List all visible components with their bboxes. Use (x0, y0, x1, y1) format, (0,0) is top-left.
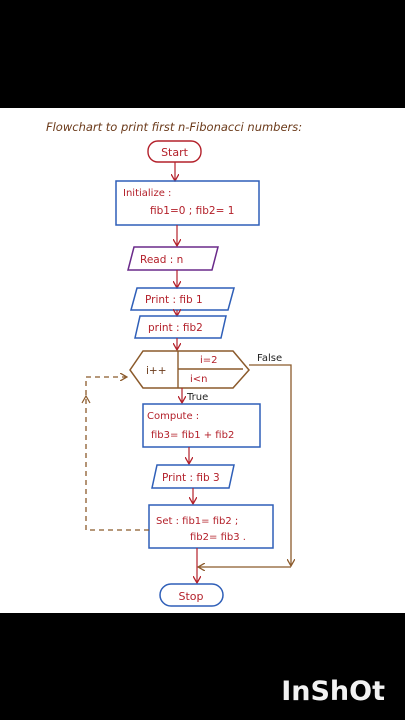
initialize-label: Initialize : (123, 188, 171, 199)
stop-node: Stop (159, 583, 224, 607)
arrow-false-branch (249, 364, 291, 565)
start-label: Start (161, 146, 189, 159)
initialize-node: Initialize : fib1=0 ; fib2= 1 (115, 180, 260, 226)
compute-label: Compute : (147, 411, 199, 422)
read-node: Read : n (127, 246, 219, 271)
watermark-logo: InShOt (281, 676, 385, 707)
read-label: Read : n (140, 254, 183, 266)
loop-condition: i<n (190, 374, 208, 385)
true-label: True (186, 392, 208, 403)
diagram-title: Flowchart to print first n-Fibonacci num… (46, 120, 302, 134)
set-line1: Set : fib1= fib2 ; (156, 516, 238, 527)
stop-label: Stop (178, 590, 203, 603)
start-node: Start (147, 140, 202, 163)
set-node: Set : fib1= fib2 ; fib2= fib3 . (148, 504, 274, 549)
loop-init: i=2 (200, 355, 218, 366)
print-fib3-label: Print : fib 3 (162, 472, 220, 484)
compute-value: fib3= fib1 + fib2 (151, 430, 234, 441)
paper-background (0, 108, 405, 613)
loop-back-up-arrow (81, 394, 91, 404)
print-fib2-label: print : fib2 (148, 322, 203, 334)
false-label: False (257, 353, 282, 364)
print-fib1-node: Print : fib 1 (130, 287, 235, 311)
print-fib3-node: Print : fib 3 (151, 464, 235, 489)
loop-node: i++ i=2 i<n (129, 350, 250, 389)
print-fib1-label: Print : fib 1 (145, 294, 203, 306)
print-fib2-node: print : fib2 (134, 315, 227, 339)
arrow-loop-back (85, 377, 149, 531)
compute-node: Compute : fib3= fib1 + fib2 (142, 403, 261, 448)
initialize-value: fib1=0 ; fib2= 1 (150, 205, 234, 217)
set-line2: fib2= fib3 . (190, 532, 246, 543)
loop-increment: i++ (146, 365, 167, 377)
